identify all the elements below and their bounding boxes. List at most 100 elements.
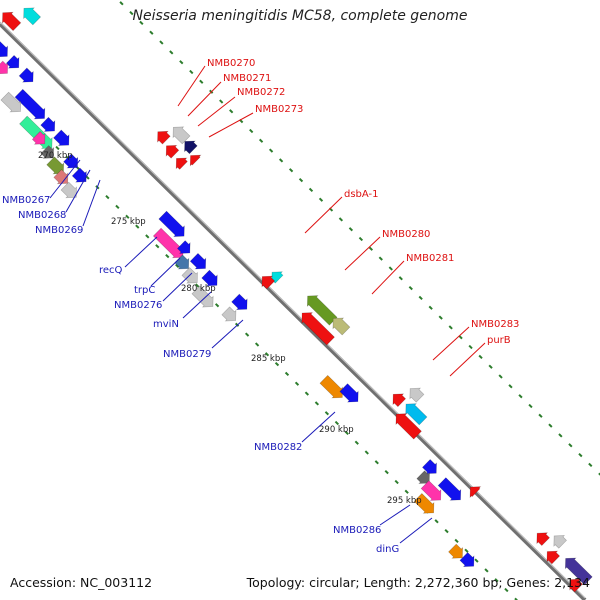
scale-tick [438,315,443,320]
scale-tick [448,325,453,330]
scale-tick [249,128,254,134]
scale-tick [195,283,200,288]
gene-label-nmb0270: NMB0270 [207,58,255,69]
scale-tick [169,50,174,55]
gene-feature-arrow [261,275,276,290]
scale-tick [284,371,290,377]
scale-tick [488,364,493,369]
scale-tick [179,60,184,65]
gene-feature-arrow [174,254,190,270]
accession-text: Accession: NC_003112 [10,575,153,590]
scale-tick [504,587,509,593]
gene-feature-arrow [184,140,198,155]
gene-label-nmb0283: NMB0283 [471,319,519,330]
scale-tick [324,411,330,416]
scale-tick [165,253,170,259]
scale-tick [55,145,60,151]
scale-tick [175,263,180,269]
gene-feature-arrow [405,403,428,426]
scale-tick [189,69,194,75]
gene-feature-arrow [448,543,463,559]
gene-label-nmb0273: NMB0273 [255,104,303,115]
gene-label-nmb0281: NMB0281 [406,253,454,264]
scale-tick [568,443,573,448]
scale-tick [288,168,294,173]
scale-tick [338,217,344,222]
scale-tick [498,374,503,379]
gene-feature-arrow [175,157,188,170]
gene-label-ding: dinG [376,544,399,555]
scale-tick [408,285,413,291]
scale-tick [298,177,304,183]
scale-tick [105,194,110,200]
genome-backbone-highlight [0,21,586,599]
gene-label-nmb0276: NMB0276 [114,300,162,311]
scale-tick [214,303,220,308]
kbp-label-275: 275 kbp [111,217,146,227]
gene-feature-arrow [301,312,335,346]
gene-feature-arrow [546,550,561,565]
gene-feature-arrow [271,271,284,284]
scale-tick [364,450,369,455]
leader-line [124,236,158,268]
scale-tick [334,420,340,426]
leader-line [379,504,411,526]
gene-feature-arrow [392,393,407,408]
scale-tick [358,236,364,242]
gene-label-nmb0271: NMB0271 [223,73,271,84]
scale-tick [125,214,130,219]
scale-tick [258,138,264,143]
gene-feature-arrow [409,387,425,403]
scale-tick [145,234,150,239]
gene-feature-arrow [189,252,207,270]
scale-tick [159,40,164,45]
scale-tick [244,332,250,337]
gene-feature-arrow [569,578,583,593]
scale-tick [219,99,224,104]
scale-tick [598,472,600,477]
scale-tick [558,433,563,438]
gene-feature-arrow [459,552,475,567]
scale-tick [454,538,459,544]
scale-tick [119,1,124,6]
gene-feature-arrow [231,293,248,310]
leader-line [182,291,212,319]
gene-label-trpc: trpC [134,285,155,296]
gene-label-dsba-1: dsbA-1 [344,189,379,200]
scale-tick [484,568,489,573]
scale-tick [378,256,383,261]
scale-tick [318,197,324,202]
scale-tick [229,109,234,114]
leader-line [304,196,343,234]
gene-feature-arrow [172,126,191,145]
scale-tick [254,342,260,347]
gene-feature-arrow [189,154,202,167]
gene-label-nmb0280: NMB0280 [382,229,430,240]
leader-line [187,81,222,117]
scale-tick [308,187,314,193]
gene-label-nmb0286: NMB0286 [333,525,381,536]
bottom-gene-labels: NMB0267 NMB0268 NMB0269 recQ trpC NMB027… [2,159,433,555]
kbp-label-290: 290 kbp [319,425,354,435]
scale-tick [264,352,270,357]
scale-tick [474,558,479,563]
scale-tick [155,244,160,249]
leader-line [82,179,101,227]
leader-line [150,257,181,287]
scale-tick [129,10,134,16]
gene-feature-arrow [332,317,351,336]
scale-tick [478,354,483,360]
gene-feature-arrow [60,181,77,199]
scale-tick [268,148,274,153]
leader-line [432,326,470,361]
gene-feature-arrow [553,535,567,549]
leader-line [301,411,336,443]
gene-feature-arrow [416,470,430,484]
leader-line [162,272,193,302]
gene-feature-arrow [191,285,214,308]
kbp-label-285: 285 kbp [251,354,286,364]
gene-label-nmb0267: NMB0267 [2,195,50,206]
leader-line [399,517,433,544]
scale-tick [508,384,513,389]
scale-tick [374,460,379,465]
